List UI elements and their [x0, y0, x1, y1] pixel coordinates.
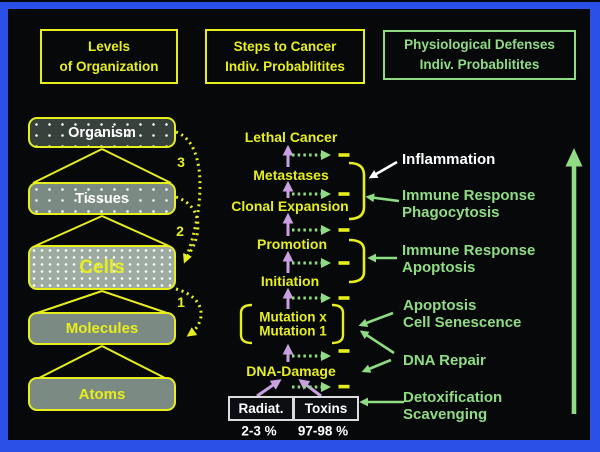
level-box-tissues: Tissues: [28, 182, 176, 215]
defense-detox-scavenging: Detoxification Scavenging: [403, 389, 502, 423]
defense-line: Cell Senescence: [403, 314, 522, 331]
defense-dna-repair: DNA Repair: [403, 352, 486, 369]
cause-label: Toxins: [304, 401, 348, 416]
level-label: Organism: [68, 124, 136, 141]
level-skip-arrows: [175, 130, 203, 337]
percent-radiation: 2-3 %: [241, 423, 277, 439]
step-dna-damage: DNA-Damage: [246, 363, 336, 379]
hierarchy-connector-lines: [32, 148, 172, 379]
step-mutation-x: Mutation x: [259, 309, 327, 325]
header-steps-to-cancer: Steps to Cancer Indiv. Probablitites: [205, 29, 365, 84]
cause-box-radiation: Radiat.: [228, 396, 294, 421]
level-label: Molecules: [65, 320, 139, 337]
level-box-atoms: Atoms: [28, 377, 176, 411]
defense-line: Immune Response: [402, 187, 536, 204]
defense-inflammation: Inflammation: [402, 151, 495, 168]
gap-number-3: 3: [177, 154, 185, 170]
defense-pointer-arrows: [358, 160, 404, 407]
header-line: Physiological Defenses: [404, 37, 555, 52]
step-initiation: Initiation: [260, 273, 320, 289]
level-box-cells: Cells: [28, 245, 176, 290]
header-line: Steps to Cancer: [233, 38, 337, 54]
level-box-molecules: Molecules: [28, 312, 176, 345]
level-label: Cells: [79, 256, 125, 278]
defense-immune-phagocytosis: Immune Response Phagocytosis: [402, 187, 535, 221]
step-progression-arrows: [256, 144, 322, 398]
step-group-brackets: [348, 161, 366, 284]
defense-immune-apoptosis: Immune Response Apoptosis: [402, 242, 535, 276]
defense-strength-arrow: [565, 148, 583, 414]
defense-line: Apoptosis: [403, 297, 477, 314]
cause-label: Radiat.: [238, 401, 284, 416]
level-box-organism: Organism: [28, 117, 176, 148]
header-levels-of-organization: Levels of Organization: [40, 29, 178, 84]
header-physiological-defenses: Physiological Defenses Indiv. Probabliti…: [383, 30, 576, 80]
mutation-brackets: [239, 303, 345, 345]
gap-number-2: 2: [176, 223, 184, 239]
defense-line: Scavenging: [403, 406, 488, 423]
level-label: Atoms: [78, 385, 126, 403]
defense-line: DNA Repair: [403, 352, 486, 369]
percent-toxins: 97-98 %: [297, 423, 349, 439]
top-edge-strip: [0, 0, 600, 2]
inhibition-minus-signs: [338, 153, 350, 389]
gap-number-1: 1: [177, 294, 185, 310]
level-label: Tissues: [75, 190, 129, 207]
header-line: Indiv. Probablitites: [419, 57, 540, 72]
defense-line: Detoxification: [403, 389, 503, 406]
defense-line: Immune Response: [402, 242, 536, 259]
step-lethal-cancer: Lethal Cancer: [244, 129, 338, 145]
inhibition-arrows: [292, 149, 332, 393]
header-line: Levels: [87, 38, 131, 54]
header-line: Indiv. Probablitites: [225, 58, 345, 74]
defense-line: Apoptosis: [402, 259, 476, 276]
defense-line: Phagocytosis: [402, 204, 500, 221]
cause-box-toxins: Toxins: [293, 396, 359, 421]
defense-apoptosis-senescence: Apoptosis Cell Senescence: [403, 297, 521, 331]
header-line: of Organization: [59, 58, 159, 74]
step-mutation-1: Mutation 1: [259, 323, 327, 339]
step-promotion: Promotion: [257, 236, 327, 252]
defense-line: Inflammation: [402, 151, 496, 168]
step-metastases: Metastases: [253, 167, 329, 183]
step-clonal-expansion: Clonal Expansion: [231, 198, 349, 214]
